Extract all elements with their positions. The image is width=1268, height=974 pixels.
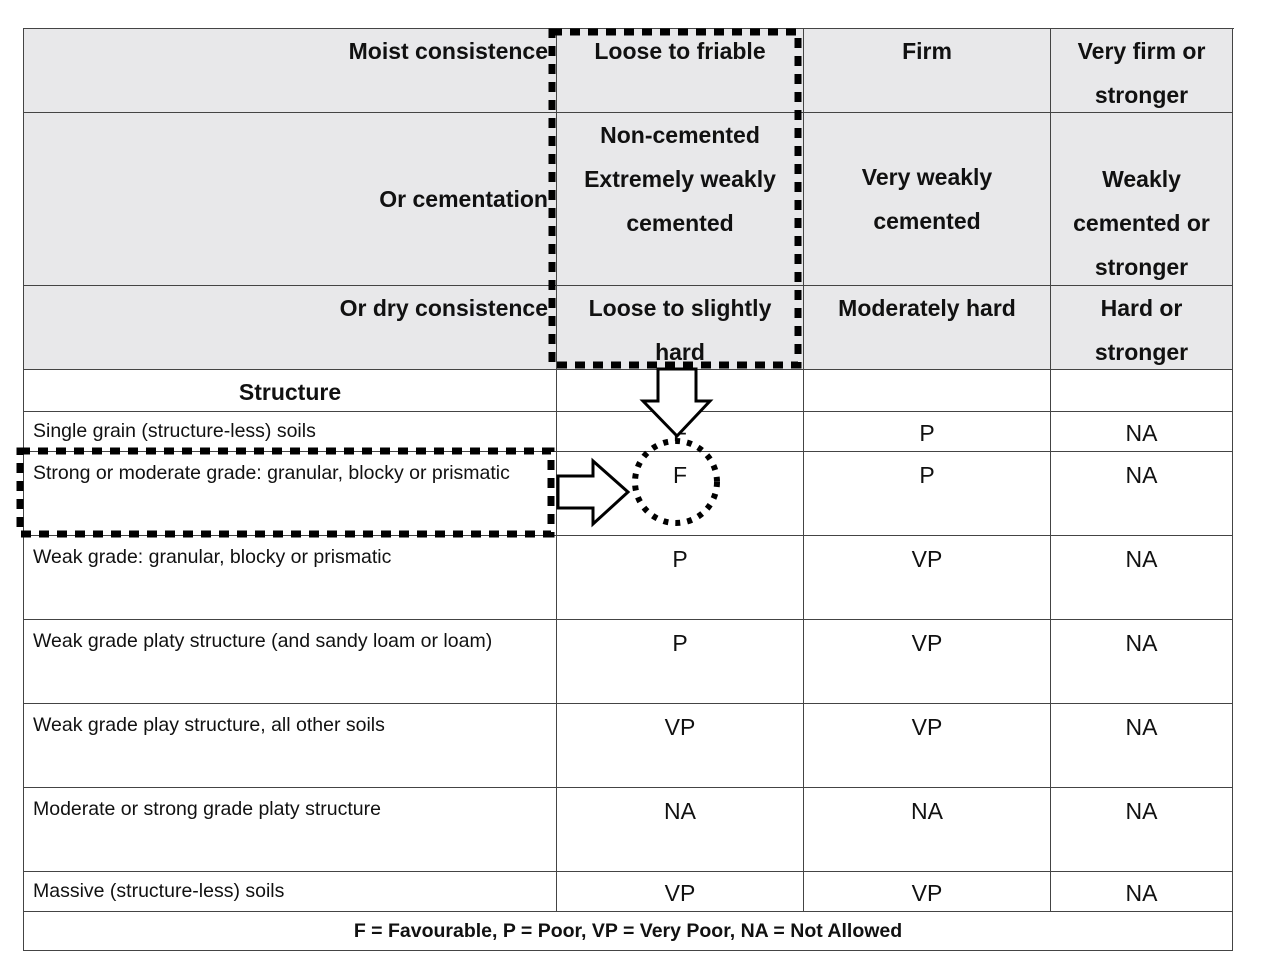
table-cell: NA <box>1051 872 1233 912</box>
header-cement-col3-text: Weakly cemented or stronger <box>1073 166 1210 280</box>
header-cement-col1: Non-cemented Extremely weakly cemented <box>557 113 804 286</box>
table-row-label: Weak grade play structure, all other soi… <box>24 704 557 788</box>
row-label-text: Massive (structure-less) soils <box>33 880 285 902</box>
table-cell: P <box>557 536 804 620</box>
table-cell: VP <box>557 704 804 788</box>
cell-value: NA <box>911 798 943 824</box>
header-cement-col3: Weakly cemented or stronger <box>1051 113 1233 286</box>
cell-value: VP <box>911 880 943 906</box>
table-cell: VP <box>804 872 1051 912</box>
legend-text: F = Favourable, P = Poor, VP = Very Poor… <box>353 920 903 942</box>
table-cell: P <box>804 452 1051 536</box>
header-dry-col1-text: Loose to slightly hard <box>588 295 772 365</box>
header-cementation: Or cementation <box>24 113 557 286</box>
header-dry-col1: Loose to slightly hard <box>557 286 804 370</box>
table-cell: P <box>804 412 1051 452</box>
cell-value: VP <box>911 630 943 656</box>
table-cell: P <box>557 620 804 704</box>
row-highlight-box <box>16 447 555 538</box>
header-moist-col2-text: Firm <box>902 38 952 64</box>
row-label-text: Strong or moderate grade: granular, bloc… <box>33 462 510 484</box>
table-cell: F <box>557 452 804 536</box>
row-label-text: Weak grade: granular, blocky or prismati… <box>33 546 392 568</box>
header-moist-col2: Firm <box>804 29 1051 113</box>
table-row-label: Moderate or strong grade platy structure <box>24 788 557 872</box>
header-dry-col3-text: Hard or stronger <box>1094 295 1189 365</box>
table-cell: NA <box>1051 704 1233 788</box>
cell-value: P <box>919 462 935 488</box>
target-cell-circle <box>632 438 720 526</box>
table-cell: VP <box>804 704 1051 788</box>
cell-value: NA <box>1125 880 1158 906</box>
row-label-text: Weak grade play structure, all other soi… <box>33 714 385 736</box>
table-legend: F = Favourable, P = Poor, VP = Very Poor… <box>24 912 1233 951</box>
soil-suitability-table: Moist consistence Loose to friable Firm … <box>23 28 1234 951</box>
header-dry-consistence: Or dry consistence <box>24 286 557 370</box>
header-cement-label: Or cementation <box>379 186 548 212</box>
table-row-label: Massive (structure-less) soils <box>24 872 557 912</box>
cell-value: F <box>672 462 688 488</box>
header-dry-col2-text: Moderately hard <box>838 295 1016 321</box>
cell-value: NA <box>1125 714 1158 740</box>
column-highlight-box <box>548 28 802 369</box>
header-moist-label: Moist consistence <box>348 38 548 64</box>
header-moist-col3-text: Very firm or stronger <box>1077 38 1206 108</box>
header-moist-col1-text: Loose to friable <box>594 38 766 64</box>
cell-value: P <box>672 546 688 572</box>
row-label-text: Moderate or strong grade platy structure <box>33 798 381 820</box>
cell-value: P <box>919 420 935 446</box>
header-dry-col3: Hard or stronger <box>1051 286 1233 370</box>
header-cement-col2-text: Very weakly cemented <box>861 164 993 234</box>
table-cell: VP <box>804 620 1051 704</box>
header-moist-col3: Very firm or stronger <box>1051 29 1233 113</box>
cell-value: NA <box>1125 462 1158 488</box>
cell-value: VP <box>664 880 696 906</box>
header-moist-col1: Loose to friable <box>557 29 804 113</box>
row-label-text: Weak grade platy structure (and sandy lo… <box>33 630 493 652</box>
cell-value: NA <box>1125 798 1158 824</box>
cell-value: NA <box>1125 630 1158 656</box>
table-cell: NA <box>1051 788 1233 872</box>
header-dry-label: Or dry consistence <box>339 295 548 321</box>
header-cement-col2: Very weakly cemented <box>804 113 1051 286</box>
cell-value: VP <box>911 714 943 740</box>
header-moist-consistence: Moist consistence <box>24 29 557 113</box>
table-cell: NA <box>1051 620 1233 704</box>
arrow-down-icon <box>639 367 714 439</box>
structure-heading: Structure <box>24 370 557 412</box>
table-cell: NA <box>1051 536 1233 620</box>
structure-col3 <box>1051 370 1233 412</box>
cell-value: VP <box>664 714 696 740</box>
structure-label: Structure <box>238 379 342 405</box>
table-row-label: Weak grade: granular, blocky or prismati… <box>24 536 557 620</box>
cell-value: VP <box>911 546 943 572</box>
cell-value: NA <box>664 798 696 824</box>
table-row-label: Weak grade platy structure (and sandy lo… <box>24 620 557 704</box>
table-cell: NA <box>1051 452 1233 536</box>
table-cell: NA <box>1051 412 1233 452</box>
table-cell: VP <box>804 536 1051 620</box>
table-cell: VP <box>557 872 804 912</box>
table-cell: NA <box>557 788 804 872</box>
row-label-text: Single grain (structure-less) soils <box>33 420 316 442</box>
header-cement-col1-text: Non-cemented Extremely weakly cemented <box>584 122 776 236</box>
cell-value: NA <box>1125 546 1158 572</box>
header-dry-col2: Moderately hard <box>804 286 1051 370</box>
arrow-right-icon <box>556 457 631 528</box>
cell-value: NA <box>1125 420 1158 446</box>
structure-col2 <box>804 370 1051 412</box>
table-cell: NA <box>804 788 1051 872</box>
cell-value: P <box>672 630 688 656</box>
